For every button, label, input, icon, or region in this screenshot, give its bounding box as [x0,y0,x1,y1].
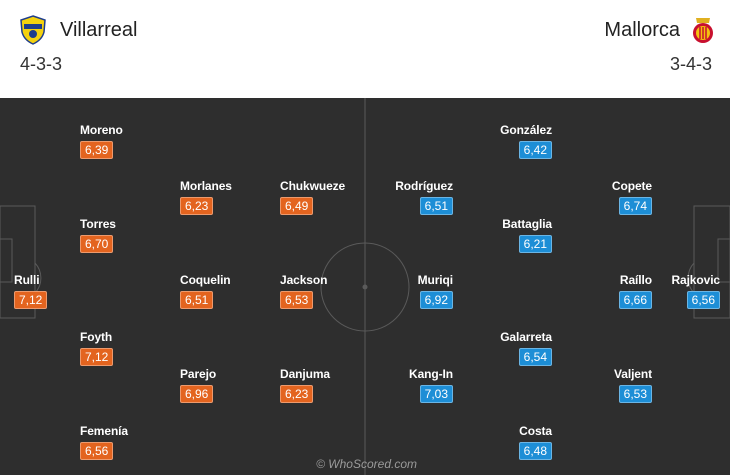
player-name: Costa [519,424,552,438]
away-player-raillo[interactable]: Raíllo 6,66 [618,273,652,313]
player-name: Galarreta [500,330,552,344]
player-rating: 7,12 [80,348,114,366]
away-player-muriqi[interactable]: Muriqi 6,92 [418,273,453,313]
player-rating: 6,21 [518,235,552,253]
away-player-costa[interactable]: Costa 6,48 [518,424,552,464]
player-name: Battaglia [502,217,552,231]
player-rating: 6,42 [518,141,552,159]
player-rating: 6,66 [618,291,652,309]
away-player-copete[interactable]: Copete 6,74 [612,179,652,219]
home-player-rulli[interactable]: Rulli 7,12 [14,273,48,313]
away-player-kang-in[interactable]: Kang-In 7,03 [409,367,453,407]
player-name: Rodríguez [395,179,453,193]
home-player-morlanes[interactable]: Morlanes 6,23 [180,179,232,219]
player-name: Rajkovic [671,273,720,287]
player-rating: 6,74 [618,197,652,215]
home-player-parejo[interactable]: Parejo 6,96 [180,367,216,407]
player-name: Morlanes [180,179,232,193]
away-player-gonzalez[interactable]: González 6,42 [500,123,552,163]
home-formation: 4-3-3 [20,54,63,74]
player-rating: 6,23 [280,385,314,403]
player-name: Kang-In [409,367,453,381]
player-rating: 6,56 [80,442,114,460]
player-rating: 6,56 [686,291,720,309]
player-name: Danjuma [280,367,330,381]
home-player-torres[interactable]: Torres 6,70 [80,217,116,257]
away-player-battaglia[interactable]: Battaglia 6,21 [502,217,552,257]
player-name: Jackson [280,273,328,287]
away-player-rodriguez[interactable]: Rodríguez 6,51 [395,179,453,219]
player-name: Femenía [80,424,128,438]
player-name: Chukwueze [280,179,346,193]
player-rating: 6,51 [180,291,214,309]
player-name: Moreno [80,123,123,137]
player-name: González [500,123,552,137]
player-name: Muriqi [417,273,454,287]
player-rating: 6,54 [518,348,552,366]
player-rating: 6,53 [618,385,652,403]
away-player-galarreta[interactable]: Galarreta 6,54 [500,330,552,370]
away-formation: 3-4-3 [669,54,712,74]
villarreal-crest-icon [18,15,48,45]
away-team-name: Mallorca [604,19,680,41]
player-rating: 6,96 [180,385,214,403]
player-rating: 6,49 [280,197,314,215]
home-player-coquelin[interactable]: Coquelin 6,51 [180,273,231,313]
player-name: Copete [611,179,652,193]
player-rating: 6,39 [80,141,114,159]
away-player-valjent[interactable]: Valjent 6,53 [614,367,652,407]
home-team-name: Villarreal [60,19,138,41]
player-name: Torres [80,217,116,231]
mallorca-crest-icon [688,15,718,45]
player-name: Rulli [14,273,40,287]
player-rating: 6,92 [419,291,453,309]
match-header: Villarreal 4-3-3 Mallorca 3-4-3 [0,0,730,96]
home-player-jackson[interactable]: Jackson 6,53 [280,273,327,313]
pitch-markings [0,98,730,475]
player-rating: 6,70 [80,235,114,253]
home-player-foyth[interactable]: Foyth 7,12 [80,330,114,370]
player-rating: 6,53 [280,291,314,309]
player-name: Valjent [614,367,652,381]
home-player-femenia[interactable]: Femenía 6,56 [80,424,128,464]
player-name: Coquelin [180,273,231,287]
away-player-rajkovic[interactable]: Rajkovic 6,56 [671,273,720,313]
player-rating: 7,12 [14,291,48,309]
player-rating: 6,23 [180,197,214,215]
pitch: Moreno 6,39 Torres 6,70 Rulli 7,12 Foyth… [0,98,730,475]
player-name: Parejo [180,367,217,381]
player-rating: 6,51 [419,197,453,215]
player-name: Foyth [80,330,113,344]
watermark: © WhoScored.com [316,457,417,471]
home-player-danjuma[interactable]: Danjuma 6,23 [280,367,330,407]
home-player-chukwueze[interactable]: Chukwueze 6,49 [280,179,345,219]
home-player-moreno[interactable]: Moreno 6,39 [80,123,123,163]
player-name: Raíllo [619,273,652,287]
player-rating: 7,03 [419,385,453,403]
player-rating: 6,48 [518,442,552,460]
